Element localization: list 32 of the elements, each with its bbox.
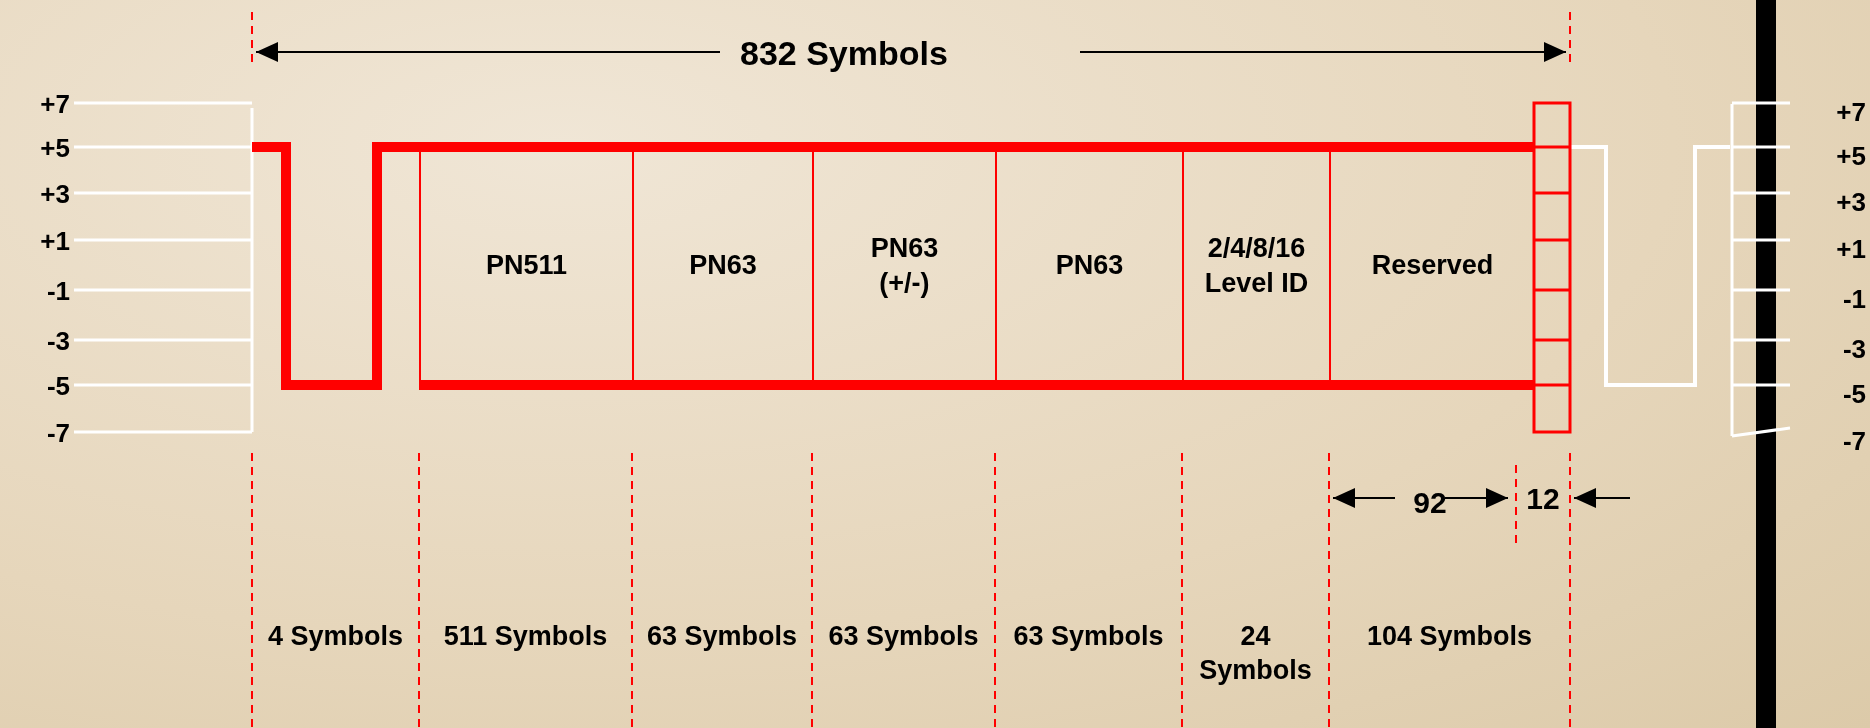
symbol-count-label: 63 Symbols bbox=[827, 620, 980, 653]
level-label: +5 bbox=[39, 132, 70, 165]
symbol-count-label: 104 Symbols bbox=[1365, 620, 1534, 653]
level-label: +1 bbox=[39, 225, 70, 258]
level-label: +3 bbox=[39, 178, 70, 211]
level-label: +7 bbox=[1835, 96, 1866, 129]
symbol-count-label: 63 Symbols bbox=[1012, 620, 1165, 653]
level-label: -7 bbox=[45, 417, 70, 450]
symbol-count-label: 63 Symbols bbox=[645, 620, 799, 653]
level-label: +1 bbox=[1835, 233, 1866, 266]
level-label: -1 bbox=[1841, 283, 1866, 316]
level-label: -1 bbox=[45, 275, 70, 308]
segment-label: PN511 bbox=[485, 249, 568, 283]
dimension-label: 12 bbox=[1525, 481, 1561, 517]
level-label: -5 bbox=[1841, 378, 1866, 411]
level-label: +7 bbox=[39, 88, 70, 121]
level-label: -3 bbox=[1841, 333, 1866, 366]
segment-label: 2/4/8/16 Level ID bbox=[1203, 231, 1310, 300]
level-label: -5 bbox=[45, 370, 70, 403]
symbol-count-label: 511 Symbols bbox=[442, 620, 609, 653]
level-label: +3 bbox=[1835, 186, 1866, 219]
level-label: -7 bbox=[1841, 425, 1866, 458]
level-label: +5 bbox=[1835, 140, 1866, 173]
total-length-label: 832 Symbols bbox=[740, 33, 949, 74]
segment-label: Reserved bbox=[1371, 249, 1494, 283]
segment-label: PN63 bbox=[1055, 249, 1124, 283]
symbol-count-label: 4 Symbols bbox=[266, 620, 405, 653]
dimension-label: 92 bbox=[1412, 485, 1448, 521]
level-label: -3 bbox=[45, 325, 70, 358]
segment-label: PN63 (+/-) bbox=[870, 231, 939, 300]
segment-label: PN63 bbox=[689, 249, 757, 283]
symbol-count-label: 24 Symbols bbox=[1198, 620, 1313, 687]
